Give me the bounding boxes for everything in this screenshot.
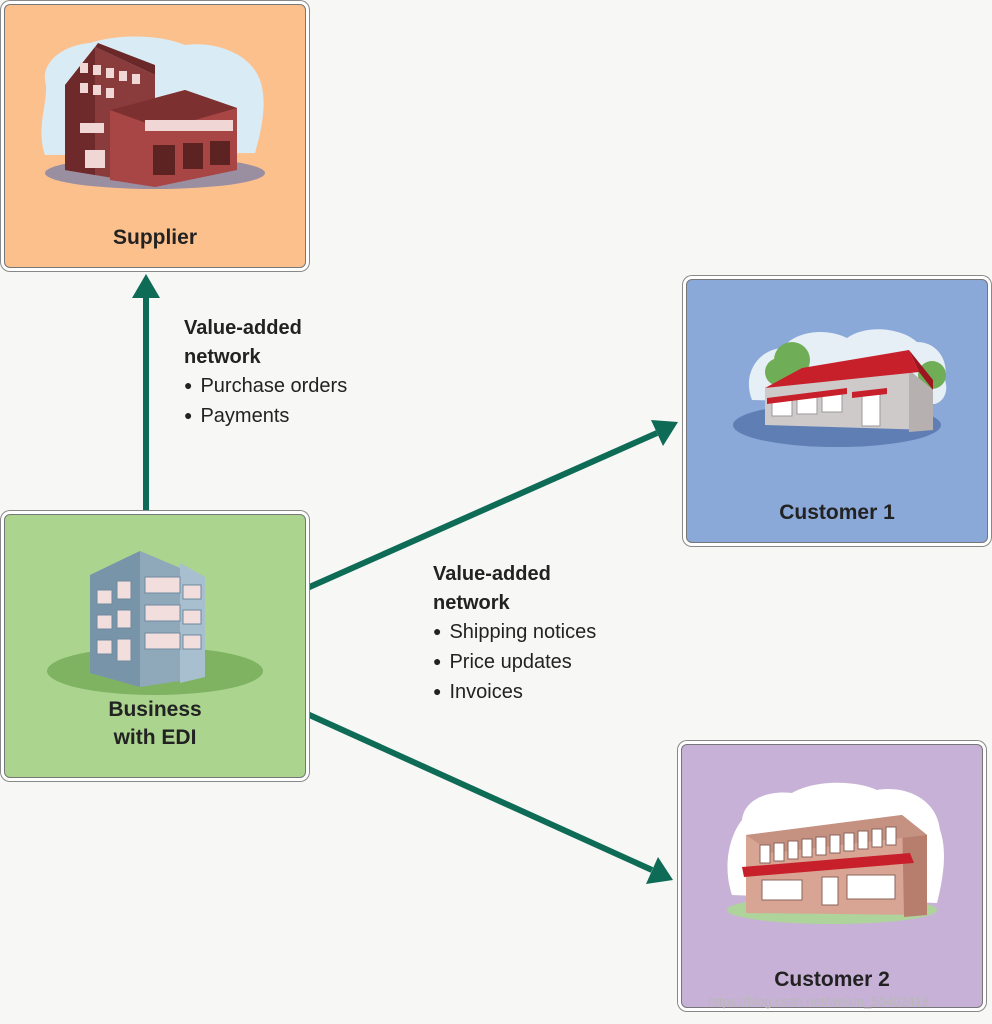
list-item: Invoices [433, 678, 596, 708]
office-building-icon [47, 551, 263, 695]
arrow-business-to-customer1 [303, 430, 659, 592]
arrowhead-supplier [132, 274, 160, 298]
customer-link-items: Shipping notices Price updates Invoices [433, 618, 596, 708]
supplier-link-note: Value-added network Purchase orders Paym… [184, 314, 347, 432]
supplier-link-title-line1: Value-added [184, 317, 302, 339]
arrow-business-to-customer2 [303, 710, 654, 873]
customer-link-note: Value-added network Shipping notices Pri… [433, 560, 596, 708]
supplier-label: Supplier [112, 226, 197, 249]
customer-link-title-line1: Value-added [433, 563, 551, 585]
customer2-label: Customer 2 [774, 968, 890, 991]
factory-building-icon [41, 36, 265, 189]
list-item: Shipping notices [433, 618, 596, 648]
supplier-link-title-line2: network [184, 346, 261, 368]
customer1-node: Customer 1 [686, 279, 988, 543]
customer-link-title-line2: network [433, 592, 510, 614]
arrowhead-customer2 [646, 857, 673, 884]
supplier-link-items: Purchase orders Payments [184, 372, 347, 432]
store-building-icon [733, 329, 947, 447]
business-label-line1: Business [108, 698, 202, 721]
customer1-label: Customer 1 [779, 501, 895, 524]
supplier-node: Supplier [4, 4, 306, 268]
business-label-line2: with EDI [113, 726, 197, 749]
business-node: Business with EDI [4, 514, 306, 778]
list-item: Price updates [433, 648, 596, 678]
list-item: Payments [184, 402, 347, 432]
list-item: Purchase orders [184, 372, 347, 402]
arrowhead-customer1 [651, 420, 678, 446]
watermark-text: https://blog.csdn.net/weixin_50402418 [708, 994, 930, 1009]
customer2-node: Customer 2 [681, 744, 983, 1008]
shop-building-icon [727, 782, 944, 924]
